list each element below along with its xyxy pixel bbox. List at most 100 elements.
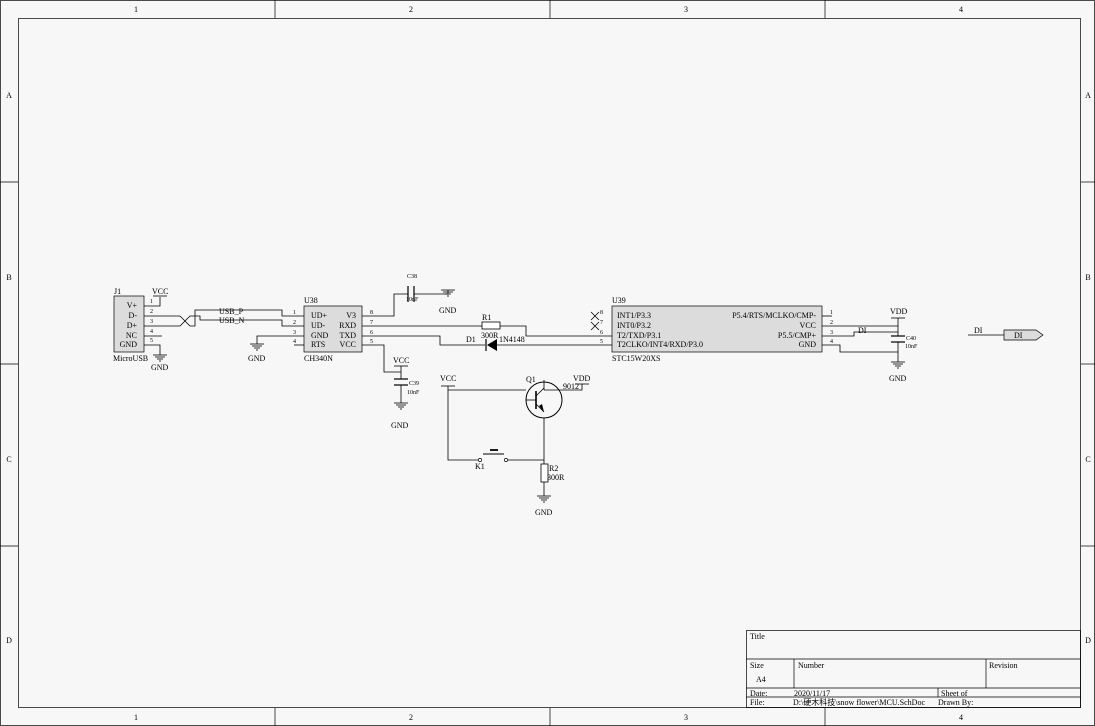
net-usb-p: USB_P	[219, 307, 244, 316]
j1-pin4-label: NC	[126, 331, 137, 340]
r2-ref: R2	[549, 464, 558, 473]
u38-pin5-num: 5	[370, 339, 373, 345]
title-label: Title	[750, 632, 765, 641]
j1-pin1-label: V+	[127, 301, 138, 310]
power-labels: VCC GND GND GND VCC GND VCC VDD GND VDD …	[151, 287, 908, 517]
u38-pin3-num: 3	[293, 330, 296, 336]
net-labels: USB_P USB_N DI DI	[219, 307, 983, 335]
button-k1[interactable]: K1	[475, 449, 508, 471]
wires	[144, 290, 1004, 496]
zone-row-d-right: D	[1085, 636, 1091, 645]
u38-pin2-label: UD-	[311, 321, 326, 330]
c40-value: 10nF	[905, 344, 918, 350]
gnd-label-u38: GND	[248, 354, 266, 363]
j1-pin5-num: 5	[150, 338, 153, 344]
u38-pin2-num: 2	[293, 320, 296, 326]
c40-ref: C40	[906, 336, 916, 342]
j1-pin4-num: 4	[150, 329, 153, 335]
resistor-r2[interactable]: R2 300R	[540, 463, 565, 483]
j1-pin3-num: 3	[150, 319, 153, 325]
j1-ref: J1	[114, 287, 121, 296]
u39-pin1-num: 1	[830, 310, 833, 316]
gnd-label-c38: GND	[439, 306, 457, 315]
u39-pin5-label: T2CLKO/INT4/RXD/P3.0	[617, 340, 703, 349]
net-di-port: DI	[974, 326, 983, 335]
zone-col-2-top: 2	[409, 5, 413, 14]
j1-name: MicroUSB	[113, 354, 148, 363]
vdd-label-q1: VDD	[573, 374, 591, 383]
number-label: Number	[798, 661, 825, 670]
r1-value: 300R	[481, 331, 499, 340]
u38-pin7-label: RXD	[339, 321, 356, 330]
zone-col-1-top: 1	[134, 5, 138, 14]
u38-pin4-label: RTS	[311, 340, 325, 349]
zone-row-d-left: D	[6, 636, 12, 645]
di-port[interactable]: DI	[1003, 329, 1044, 341]
u38-pin6-label: TXD	[340, 331, 357, 340]
ic-u38[interactable]: U38 CH340N UD+ UD- GND RTS V3 RXD TXD VC…	[293, 296, 373, 363]
gnd-label-c39: GND	[391, 421, 409, 430]
u38-pin6-num: 6	[370, 330, 373, 336]
u39-pin5-num: 5	[600, 339, 603, 345]
size-label: Size	[750, 661, 764, 670]
zone-row-b-right: B	[1085, 273, 1090, 282]
zone-row-a-left: A	[6, 91, 12, 100]
u39-pin7-label: INT0/P3.2	[617, 321, 651, 330]
u38-pin4-num: 4	[293, 339, 296, 345]
zone-row-c-left: C	[6, 455, 11, 464]
zone-labels: 1 2 3 4 1 2 3 4 A B C D A B C D	[6, 5, 1091, 722]
ic-u39[interactable]: U39 STC15W20XS INT1/P3.3 INT0/P3.2 T2/TX…	[600, 296, 833, 363]
gnd-label-j1: GND	[151, 363, 169, 372]
u38-pin8-label: V3	[346, 311, 356, 320]
d1-ref: D1	[466, 335, 476, 344]
q1-value: 9012	[563, 382, 579, 391]
u38-ref: U38	[304, 296, 318, 305]
file-label: File:	[750, 698, 765, 707]
j1-pin3-label: D+	[127, 321, 138, 330]
j1-pin2-num: 2	[150, 309, 153, 315]
u38-pin5-label: VCC	[340, 340, 356, 349]
zone-col-1-bottom: 1	[134, 713, 138, 722]
capacitor-c39[interactable]: C39 10nF	[394, 378, 420, 396]
r2-value: 300R	[547, 473, 565, 482]
gnd-label-r2: GND	[535, 508, 553, 517]
j1-pin5-label: GND	[120, 340, 138, 349]
transistor-q1[interactable]: Q1 9012	[525, 375, 579, 419]
zone-row-b-left: B	[6, 273, 11, 282]
date-value: 2020/11/17	[794, 689, 830, 698]
u39-pin3-label: P5.5/CMP+	[778, 331, 817, 340]
gnd-label-u39: GND	[889, 374, 907, 383]
u39-pin2-num: 2	[830, 320, 833, 326]
c39-value: 10nF	[407, 390, 420, 396]
k1-ref: K1	[475, 462, 485, 471]
capacitor-c38[interactable]: C38 10nF	[406, 274, 419, 303]
net-di-u39: DI	[858, 326, 867, 335]
connector-j1[interactable]: J1 MicroUSB V+ D- D+ NC GND 1 2 3 4 5	[113, 287, 153, 363]
u39-pin8-num: 8	[600, 310, 603, 316]
u38-pin3-label: GND	[311, 331, 329, 340]
u39-pin1-label: P5.4/RTS/MCLKO/CMP-	[732, 311, 816, 320]
zone-col-4-bottom: 4	[959, 713, 963, 722]
date-label: Date:	[750, 689, 767, 698]
zone-col-3-top: 3	[684, 5, 688, 14]
di-port-label: DI	[1014, 331, 1023, 340]
u38-pin1-label: UD+	[311, 311, 328, 320]
zone-row-c-right: C	[1085, 455, 1090, 464]
u39-pin6-label: T2/TXD/P3.1	[617, 331, 661, 340]
diode-d1[interactable]: D1 1N4148	[466, 335, 525, 351]
drawn-by-label: Drawn By:	[938, 698, 973, 707]
r1-ref: R1	[482, 313, 491, 322]
sheet-label: Sheet of	[941, 689, 968, 698]
vcc-label-j1: VCC	[152, 287, 168, 296]
resistor-r1[interactable]: R1 300R	[481, 313, 501, 340]
u38-pin1-num: 1	[293, 310, 296, 316]
c39-ref: C39	[409, 381, 419, 387]
size-value: A4	[756, 675, 766, 684]
vdd-label-u39: VDD	[890, 307, 908, 316]
u38-name: CH340N	[304, 354, 333, 363]
u39-pin3-num: 3	[830, 330, 833, 336]
j1-pin2-label: D-	[129, 311, 138, 320]
capacitor-c40[interactable]: C40 10nF	[891, 335, 918, 350]
c38-value: 10nF	[406, 297, 419, 303]
u38-pin8-num: 8	[370, 310, 373, 316]
